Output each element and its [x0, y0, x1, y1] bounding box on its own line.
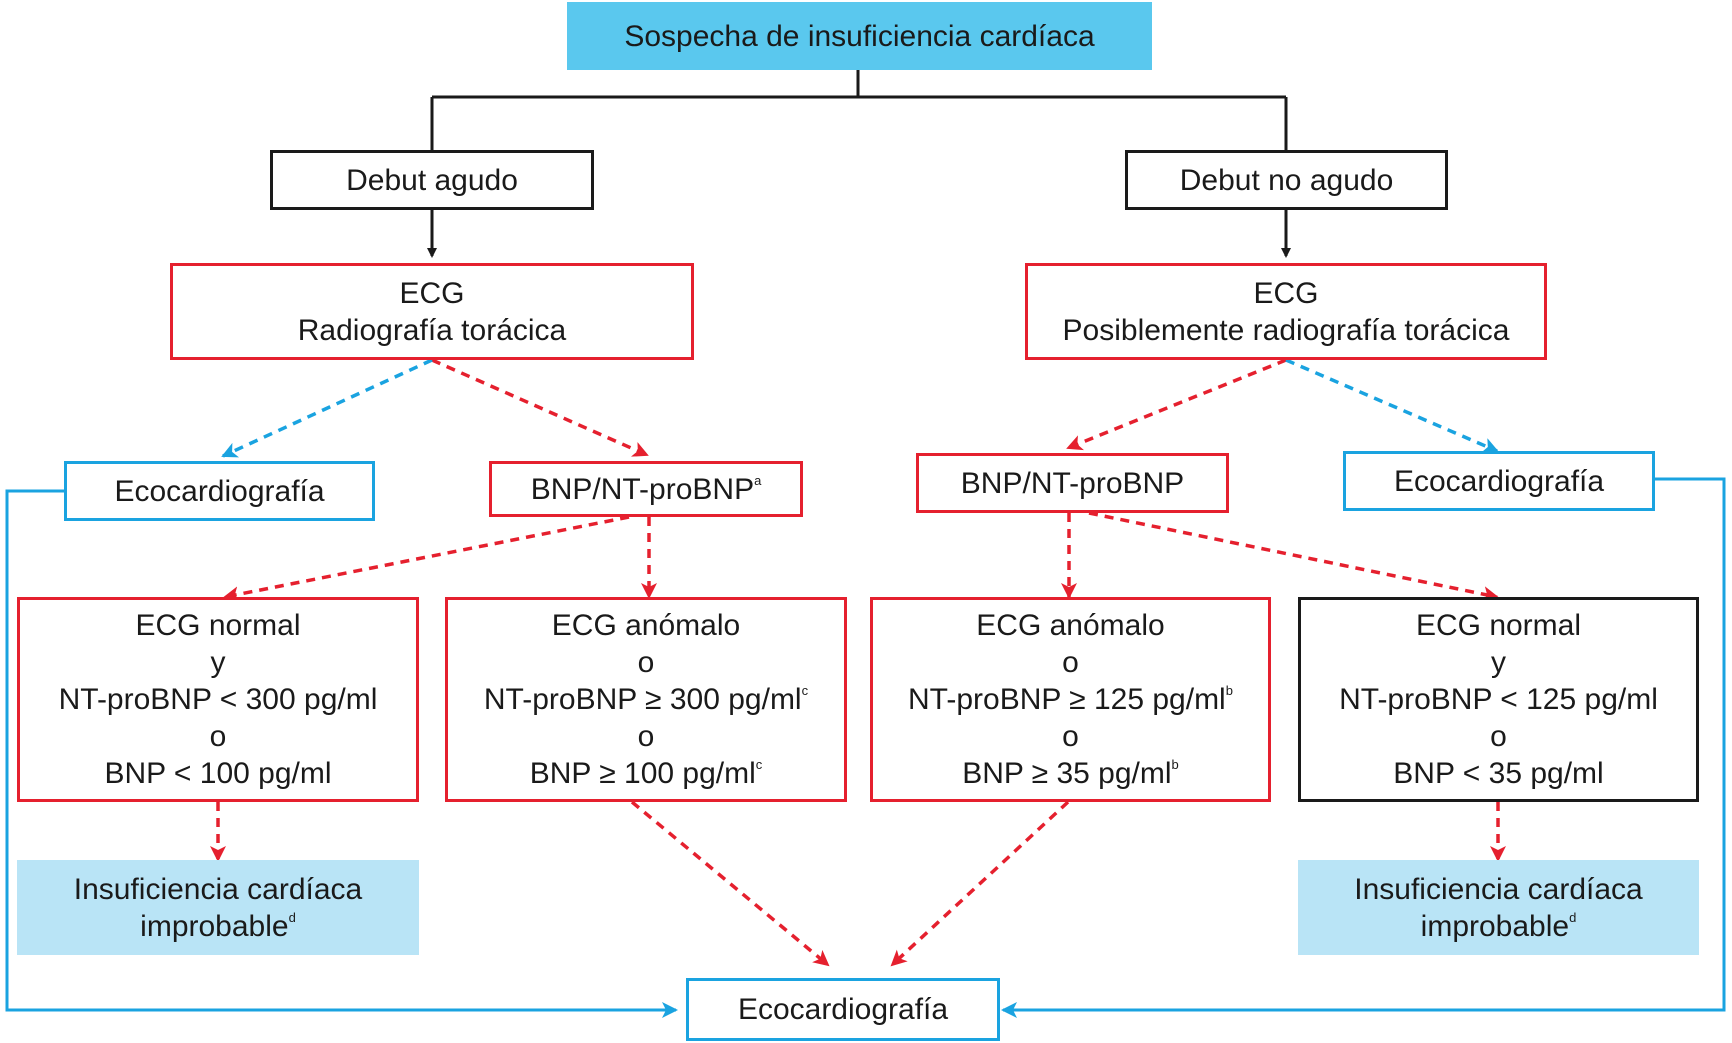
- left-normal-criteria-box: ECG normal y NT-proBNP < 300 pg/ml o BNP…: [17, 597, 419, 802]
- left-abnormal-line-3-text: NT-proBNP ≥ 300 pg/ml: [483, 683, 802, 716]
- suspected-heart-failure-label: Sospecha de insuficiencia cardíaca: [624, 19, 1095, 53]
- right-abnormal-line-2: o: [1062, 646, 1079, 679]
- left-normal-line-1: ECG normal: [135, 609, 301, 642]
- left-unlikely-line-2: improbabled: [140, 908, 296, 945]
- left-abnormal-line-5: BNP ≥ 100 pg/mlc: [530, 755, 763, 792]
- left-abnormal-line-5-text: BNP ≥ 100 pg/ml: [529, 757, 756, 790]
- left-normal-line-4: o: [209, 720, 227, 753]
- blue-dashed-arrows: [221, 358, 1499, 458]
- left-unlikely-box: Insuficiencia cardíaca improbabled: [17, 860, 419, 955]
- left-peptide-box: BNP/NT-proBNPa: [489, 461, 803, 517]
- right-tests-line-2: Posiblemente radiografía torácica: [1062, 313, 1510, 347]
- footnote-b: b: [1225, 683, 1233, 698]
- right-peptide-box: BNP/NT-proBNP: [916, 453, 1229, 513]
- right-abnormal-line-1: ECG anómalo: [976, 609, 1165, 642]
- footnote-c: c: [755, 757, 763, 772]
- right-normal-line-4: o: [1490, 720, 1507, 753]
- right-echo-label: Ecocardiografía: [1393, 464, 1605, 498]
- right-abnormal-line-5-text: BNP ≥ 35 pg/ml: [962, 757, 1172, 790]
- right-tests-box: ECG Posiblemente radiografía torácica: [1025, 263, 1547, 360]
- split-connector: [430, 70, 1288, 150]
- left-unlikely-line-1: Insuficiencia cardíaca: [73, 872, 363, 906]
- right-normal-line-5: BNP < 35 pg/ml: [1393, 757, 1604, 790]
- non-acute-onset-box: Debut no agudo: [1125, 150, 1448, 210]
- left-normal-line-2: y: [210, 646, 226, 679]
- left-abnormal-line-4: o: [637, 720, 655, 753]
- right-normal-criteria-box: ECG normal y NT-proBNP < 125 pg/ml o BNP…: [1298, 597, 1699, 802]
- left-normal-line-3: NT-proBNP < 300 pg/ml: [58, 683, 378, 716]
- left-normal-line-5: BNP < 100 pg/ml: [104, 757, 332, 790]
- footnote-d: d: [1569, 909, 1577, 925]
- right-echo-box: Ecocardiografía: [1343, 451, 1655, 511]
- left-peptide-label: BNP/NT-proBNPa: [531, 471, 762, 508]
- right-unlikely-line-2: improbabled: [1421, 908, 1577, 945]
- right-tests-line-1: ECG: [1253, 276, 1319, 310]
- right-abnormal-line-5: BNP ≥ 35 pg/mlb: [962, 755, 1179, 792]
- left-abnormal-criteria-box: ECG anómalo o NT-proBNP ≥ 300 pg/mlc o B…: [445, 597, 847, 802]
- left-unlikely-line-2-text: improbable: [140, 909, 289, 943]
- non-acute-onset-label: Debut no agudo: [1179, 163, 1394, 197]
- left-tests-box: ECG Radiografía torácica: [170, 263, 694, 360]
- right-normal-line-3: NT-proBNP < 125 pg/ml: [1339, 683, 1658, 716]
- final-echo-box: Ecocardiografía: [686, 978, 1000, 1041]
- acute-onset-label: Debut agudo: [346, 163, 518, 197]
- right-abnormal-line-3: NT-proBNP ≥ 125 pg/mlb: [908, 681, 1233, 718]
- right-unlikely-line-1: Insuficiencia cardíaca: [1354, 872, 1643, 906]
- left-echo-label: Ecocardiografía: [114, 474, 325, 508]
- right-normal-line-1: ECG normal: [1415, 609, 1582, 642]
- right-abnormal-line-3-text: NT-proBNP ≥ 125 pg/ml: [908, 683, 1226, 716]
- right-abnormal-criteria-box: ECG anómalo o NT-proBNP ≥ 125 pg/mlb o B…: [870, 597, 1271, 802]
- acute-onset-box: Debut agudo: [270, 150, 594, 210]
- left-echo-box: Ecocardiografía: [64, 461, 375, 521]
- right-unlikely-line-2-text: improbable: [1420, 909, 1570, 943]
- final-echo-label: Ecocardiografía: [737, 993, 949, 1026]
- suspected-heart-failure-box: Sospecha de insuficiencia cardíaca: [567, 2, 1152, 70]
- left-abnormal-line-2: o: [637, 646, 655, 679]
- right-unlikely-box: Insuficiencia cardíaca improbabled: [1298, 860, 1699, 955]
- left-peptide-text: BNP/NT-proBNP: [530, 472, 755, 506]
- footnote-a: a: [754, 472, 762, 488]
- right-peptide-label: BNP/NT-proBNP: [960, 466, 1185, 500]
- right-abnormal-line-4: o: [1062, 720, 1079, 753]
- footnote-c: c: [801, 683, 809, 698]
- left-tests-line-2: Radiografía torácica: [297, 313, 567, 347]
- footnote-b: b: [1171, 757, 1179, 772]
- footnote-d: d: [288, 909, 296, 925]
- left-abnormal-line-3: NT-proBNP ≥ 300 pg/mlc: [484, 681, 808, 718]
- onset-arrows: [427, 210, 1291, 258]
- left-abnormal-line-1: ECG anómalo: [551, 609, 741, 642]
- right-normal-line-2: y: [1491, 646, 1506, 679]
- left-tests-line-1: ECG: [399, 276, 465, 310]
